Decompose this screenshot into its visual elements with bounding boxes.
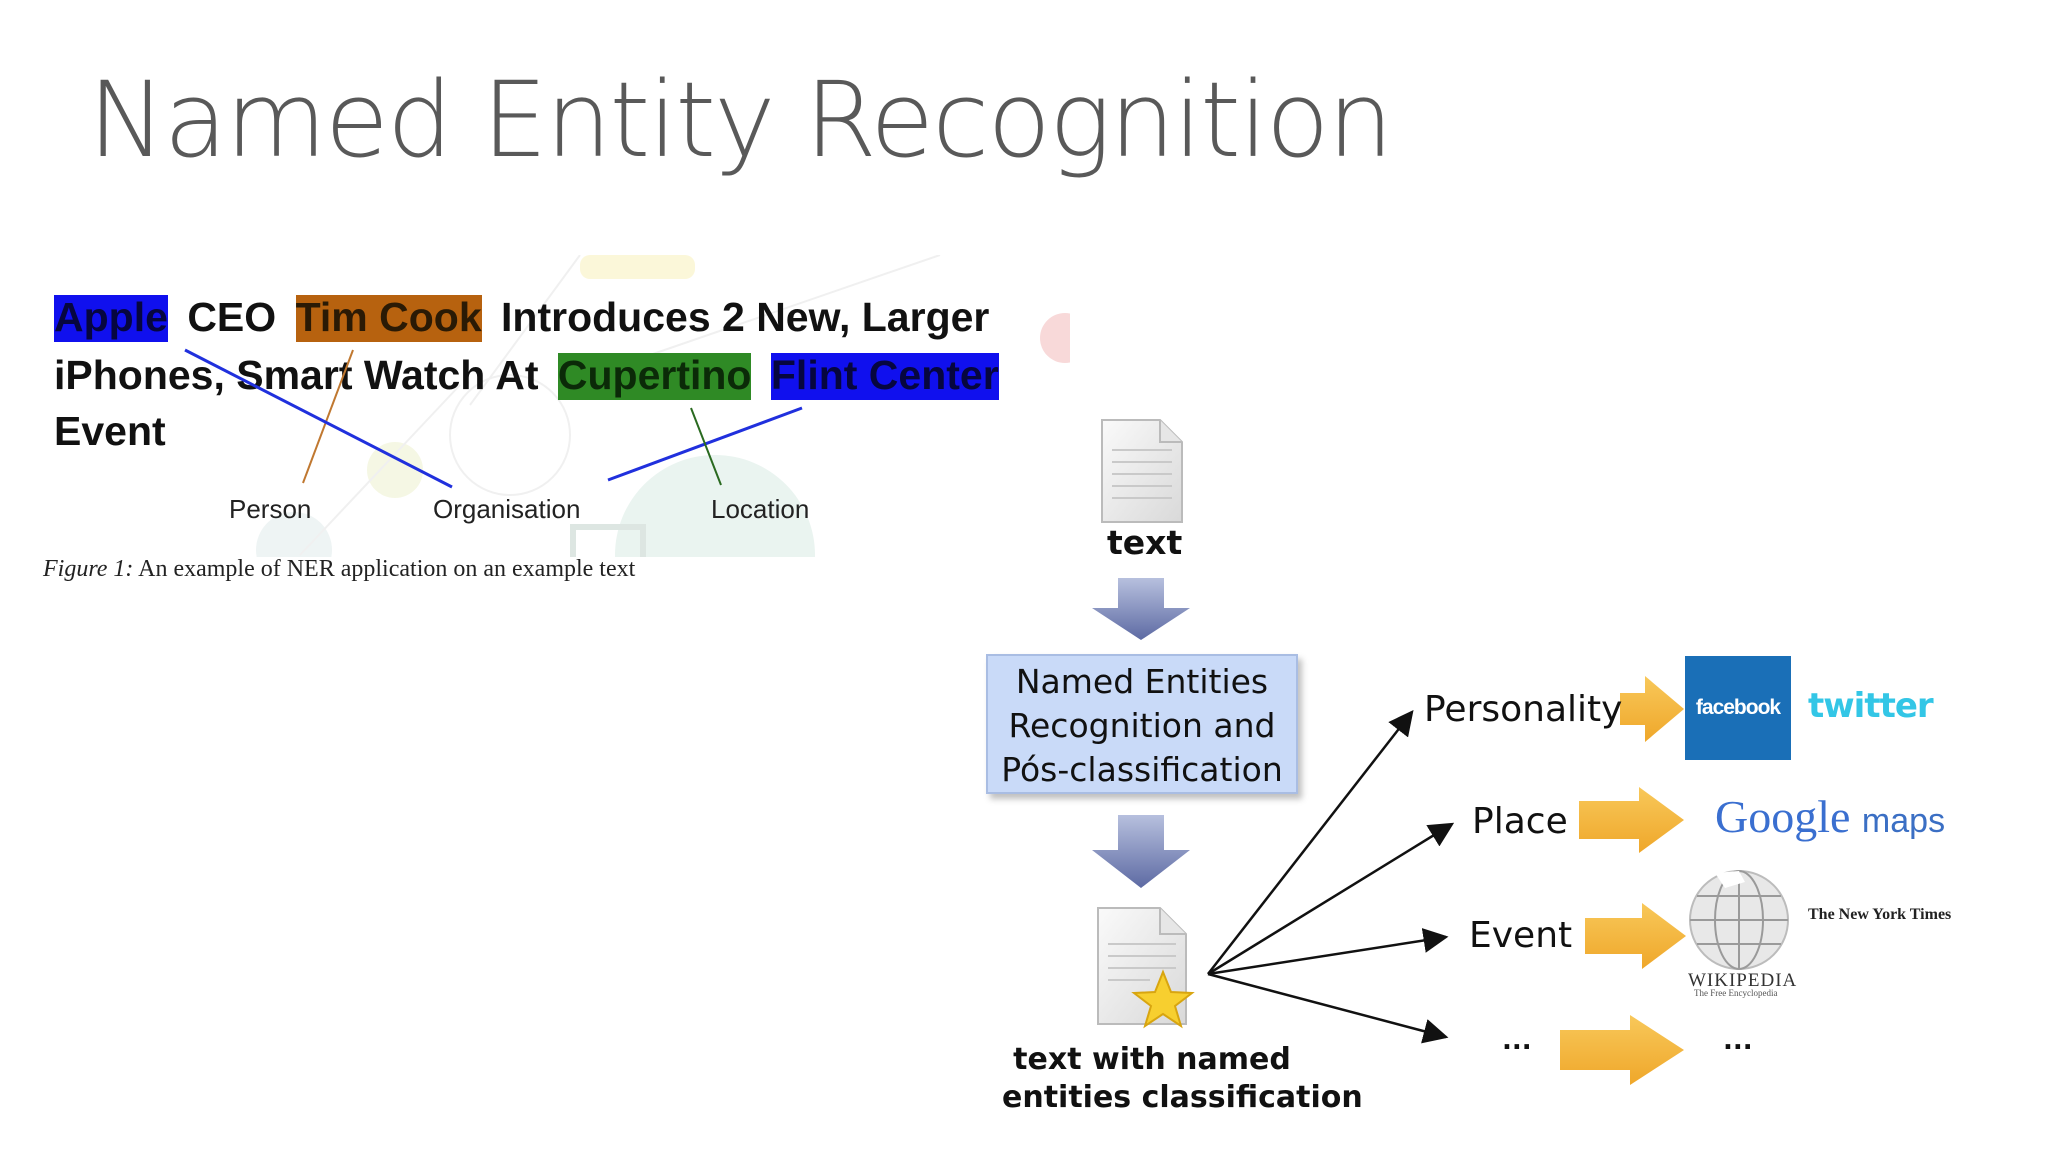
source-others: ... [1723, 1026, 1753, 1056]
process-box-line-2: Recognition and [1008, 706, 1276, 745]
entity-cupertino: Cupertino [557, 352, 752, 400]
headline-rest: Introduces 2 New, Larger [501, 294, 990, 340]
input-text-label: text [1107, 523, 1183, 562]
output-label-line-2: entities classification [1002, 1080, 1363, 1115]
figure-caption: Figure 1: An example of NER application … [43, 556, 635, 583]
down-arrow-1 [1092, 578, 1190, 640]
headline-line-1: Apple CEO Tim Cook Introduces 2 New, Lar… [54, 295, 989, 342]
facebook-logo: facebook [1685, 656, 1791, 760]
word-event: Event [54, 408, 166, 454]
process-box-line-1: Named Entities [1015, 662, 1269, 701]
orange-arrow-others [1560, 1015, 1684, 1085]
arrow-to-others [1207, 972, 1449, 1044]
output-label-line-1: text with named [1013, 1042, 1291, 1077]
category-others: ... [1502, 1026, 1532, 1056]
arrow-to-place [1207, 822, 1455, 976]
orange-arrow-personality [1620, 676, 1684, 742]
entity-apple: Apple [54, 294, 168, 342]
word-ceo: CEO [187, 294, 277, 340]
ner-process-box: Named Entities Recognition and Pós-class… [986, 654, 1298, 794]
twitter-logo: twitter [1808, 686, 1934, 726]
document-star-icon [1097, 907, 1195, 1029]
fan-out-arrows [1207, 710, 1455, 1044]
facebook-logo-text: facebook [1695, 696, 1781, 719]
label-location: Location [711, 494, 810, 524]
slide-title: Named Entity Recognition [88, 59, 1393, 181]
arrow-to-event [1207, 928, 1449, 976]
category-event: Event [1469, 915, 1573, 956]
category-personality: Personality [1424, 689, 1623, 730]
label-organisation: Organisation [433, 494, 581, 524]
wikipedia-tagline: The Free Encyclopedia [1694, 988, 1778, 998]
ner-example-figure: Apple CEO Tim Cook Introduces 2 New, Lar… [40, 255, 1070, 557]
nyt-logo: The New York Times [1808, 906, 1952, 923]
headline-line-3: Event [54, 411, 166, 452]
organisation-pointer-line-apple [184, 348, 453, 489]
orange-arrow-place [1579, 787, 1684, 853]
location-pointer-line [690, 407, 722, 486]
caption-text: An example of NER application on an exam… [138, 556, 636, 582]
figure-background-decoration [256, 255, 1070, 557]
wikipedia-globe-icon [1689, 870, 1789, 970]
annotation-lines [184, 348, 803, 489]
process-box-line-3: Pós-classification [1001, 750, 1283, 789]
orange-arrow-event [1585, 903, 1686, 969]
category-place: Place [1472, 801, 1568, 842]
person-pointer-line [302, 349, 354, 484]
headline-line-2: iPhones, Smart Watch At Cupertino Flint … [54, 353, 999, 400]
entity-flint-center: Flint Center [770, 352, 999, 400]
maps-wordmark: maps [1861, 802, 1946, 840]
entity-tim-cook: Tim Cook [295, 294, 482, 342]
headline-start: iPhones, Smart Watch At [54, 352, 539, 398]
caption-prefix: Figure 1: [43, 556, 134, 582]
down-arrow-2 [1092, 815, 1190, 888]
label-person: Person [229, 494, 312, 524]
wikipedia-wordmark: WIKIPEDIA [1688, 970, 1798, 991]
output-text-label: text with named entities classification [1002, 1041, 1363, 1117]
google-maps-logo: Google maps [1715, 790, 1945, 843]
arrow-to-personality [1207, 710, 1414, 975]
document-icon [1101, 419, 1183, 523]
google-wordmark: Google [1715, 791, 1851, 842]
